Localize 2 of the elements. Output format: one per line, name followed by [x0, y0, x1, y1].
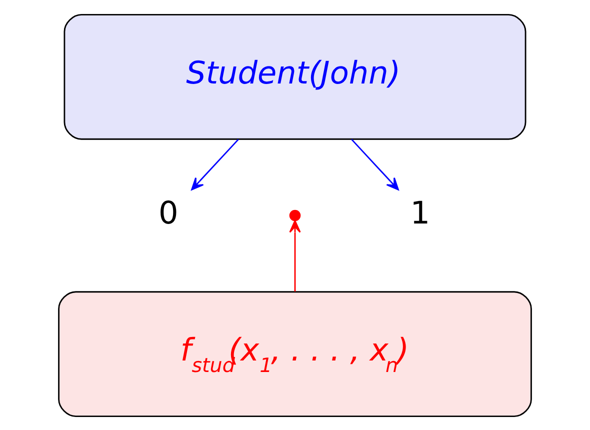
node-text: 0 — [158, 194, 178, 231]
node-text: 1 — [410, 194, 430, 231]
